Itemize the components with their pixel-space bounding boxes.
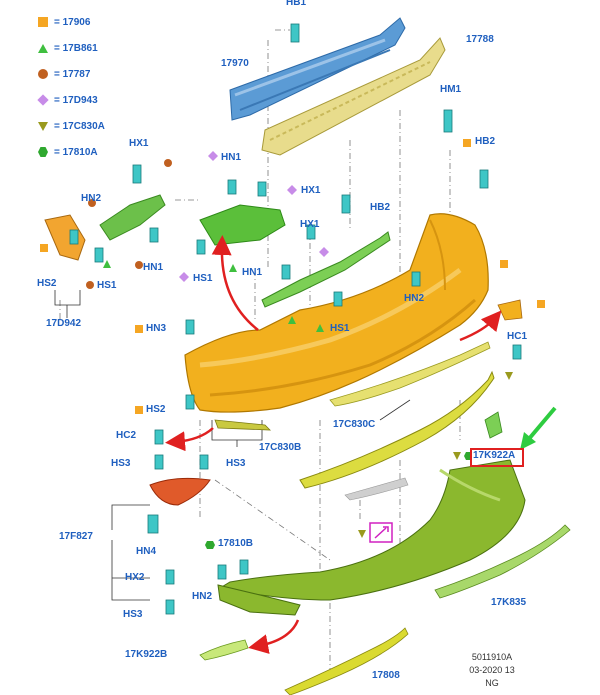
- label-hs2-left: HS2: [37, 278, 57, 289]
- center-green-bracket: [199, 204, 286, 246]
- label-17k922b: 17K922B: [125, 649, 168, 660]
- label-hs1-right: HS1: [330, 323, 350, 334]
- piece-17808: [284, 627, 409, 695]
- label-hx2: HX2: [125, 572, 145, 583]
- reflector-17f827: [149, 477, 211, 506]
- label-17k835: 17K835: [491, 597, 527, 608]
- trim-17c830c: [299, 370, 495, 489]
- label-17k922a: 17K922A: [473, 450, 516, 461]
- circle-icon: [38, 69, 48, 79]
- trim-strip: [329, 341, 491, 407]
- pointer-arrow: [526, 406, 557, 442]
- label-17808: 17808: [372, 670, 400, 681]
- label-hb1: HB1: [286, 0, 307, 8]
- label-17f827: 17F827: [59, 531, 93, 542]
- label-hc1: HC1: [507, 331, 528, 342]
- label-hs3-left: HS3: [111, 458, 131, 469]
- label-hs3-bottom: HS3: [123, 609, 143, 620]
- square-icon: [38, 17, 48, 27]
- drawing-date: 03-2020 13: [469, 665, 515, 675]
- legend-item-17906: = 17906: [38, 15, 90, 29]
- label-hm1: HM1: [440, 84, 462, 95]
- label-hs1-left: HS1: [97, 280, 117, 291]
- label-hc2: HC2: [116, 430, 137, 441]
- label-hs3-right: HS3: [226, 458, 246, 469]
- label-hx1-right: HX1: [300, 219, 320, 230]
- down-triangle-icon: [38, 121, 48, 131]
- label-hs1-center: HS1: [193, 273, 213, 284]
- legend-item-17d943: = 17D943: [37, 93, 98, 107]
- right-bracket: [497, 299, 523, 321]
- bumper-cover: [184, 213, 489, 413]
- label-hn4: HN4: [136, 546, 157, 557]
- label-17d942: 17D942: [46, 318, 82, 329]
- bumper-beam: [229, 17, 406, 121]
- label-hn3: HN3: [146, 323, 167, 334]
- label-hx1-left: HX1: [129, 138, 149, 149]
- label-hb2-top: HB2: [475, 136, 496, 147]
- bracket-lines: [54, 290, 411, 601]
- triangle-icon: [38, 43, 48, 53]
- label-17c830b: 17C830B: [259, 442, 302, 453]
- label-hb2-mid: HB2: [370, 202, 391, 213]
- legend-item-17c830a: = 17C830A: [38, 119, 105, 133]
- pencil-icon: [369, 522, 393, 543]
- lower-diffuser: [218, 459, 526, 601]
- label-17788: 17788: [466, 34, 494, 45]
- label-hs2-center: HS2: [146, 404, 166, 415]
- label-hn1-left: HN1: [143, 262, 164, 273]
- label-hn1-top: HN1: [221, 152, 242, 163]
- hexagon-icon: [38, 147, 48, 157]
- side-bracket-17d942: [44, 214, 86, 261]
- piece-17k922b: [199, 639, 249, 661]
- label-hn2-bottom: HN2: [192, 591, 213, 602]
- grey-strip: [344, 477, 409, 501]
- clip-17k922a: [484, 411, 503, 439]
- label-hn2-right: HN2: [404, 293, 425, 304]
- drawing-code: NG: [485, 678, 499, 688]
- diagram-markers: [40, 139, 545, 549]
- label-17970: 17970: [221, 58, 249, 69]
- center-strip: [261, 231, 391, 308]
- label-hn1-center: HN1: [242, 267, 263, 278]
- trim-17c830b: [214, 419, 272, 431]
- left-green-bracket: [99, 194, 166, 241]
- drawing-number: 5011910A: [471, 652, 513, 662]
- label-hn2-left: HN2: [81, 193, 102, 204]
- strip-17k835: [434, 524, 571, 599]
- label-17810b: 17810B: [218, 538, 254, 549]
- bracket-17810b: [217, 584, 301, 616]
- legend-item-17b861: = 17B861: [38, 41, 98, 55]
- label-17c830c: 17C830C: [333, 419, 376, 430]
- legend-item-17810a: = 17810A: [38, 145, 98, 159]
- highlighted-part-box: [470, 448, 524, 467]
- label-hx1-center: HX1: [301, 185, 321, 196]
- assembly-arrows: [165, 235, 502, 654]
- energy-absorber: [261, 37, 446, 156]
- fastener-clips: [69, 23, 522, 615]
- legend-item-17787: = 17787: [38, 67, 90, 81]
